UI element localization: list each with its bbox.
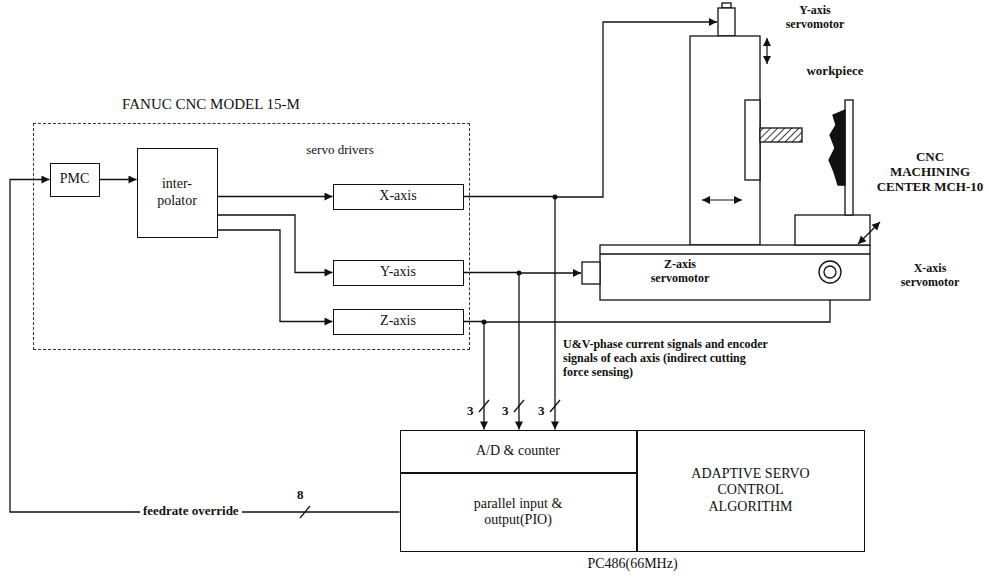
- fixture-plate: [845, 100, 853, 215]
- signal-arrow: [464, 273, 520, 430]
- io-box: parallel input & output(PIO): [400, 473, 637, 552]
- signal-arrow: [464, 322, 485, 430]
- wire: [519, 272, 581, 273]
- part-label: X-axis servomotor: [893, 262, 967, 290]
- algorithm-box: ADAPTIVE SERVO CONTROL ALGORITHM: [637, 430, 865, 552]
- node-text: X-axis: [379, 188, 416, 204]
- part-label: Z-axis servomotor: [640, 258, 720, 286]
- servo-driver-box: Z-axis: [333, 309, 464, 335]
- node-text: Z-axis: [380, 313, 416, 329]
- signal-arrow: [218, 196, 333, 197]
- signal-arrow: [10, 180, 400, 513]
- machining-center: [582, 3, 870, 300]
- axis-arrow: [766, 38, 767, 64]
- group-label: servo drivers: [300, 143, 380, 158]
- node-text: ADAPTIVE SERVO CONTROL ALGORITHM: [681, 466, 821, 514]
- node-text: PMC: [60, 171, 90, 187]
- signal-arrow: [464, 197, 556, 430]
- bus-width: 3: [538, 404, 545, 419]
- axis-arrow: [702, 199, 742, 200]
- node-heading: FANUC CNC MODEL 15-M: [122, 96, 300, 113]
- part-label: Y-axis servomotor: [775, 4, 855, 32]
- interpolator-box: inter- polator: [137, 148, 218, 238]
- computer-box: PC486(66MHz)A/D & counterparallel input …: [400, 430, 865, 552]
- signal-name: feedrate override: [140, 504, 242, 519]
- node-text: A/D & counter: [476, 443, 560, 459]
- bus-width: 3: [467, 404, 474, 419]
- bus-width: 3: [502, 404, 509, 419]
- workpiece-shape: [829, 110, 845, 185]
- z-servomotor: [582, 262, 600, 284]
- controller-boundary: FANUC CNC MODEL 15-MPMCinter- polatorX-a…: [33, 123, 470, 350]
- signal-arrow: [100, 179, 137, 180]
- node-text: parallel input & output(PIO): [458, 496, 578, 528]
- machine-label: CNC MACHINING CENTER MCH-10: [876, 150, 984, 195]
- axis-arrows: [702, 38, 880, 244]
- signal-arrow: [218, 215, 333, 273]
- spindle-head: [745, 100, 760, 180]
- servo-driver-box: Y-axis: [333, 260, 464, 286]
- axis-arrow: [858, 222, 880, 244]
- servo-driver-box: X-axis: [333, 184, 464, 210]
- x-servomotor-shaft: [824, 266, 836, 278]
- node-heading: PC486(66MHz): [401, 556, 864, 572]
- machine-base: [600, 245, 870, 300]
- bus-width: 8: [297, 488, 304, 503]
- motor-cap: [722, 3, 731, 8]
- y-servomotor: [718, 8, 735, 36]
- table: [795, 215, 870, 245]
- node-text: Y-axis: [380, 264, 416, 280]
- spindle: [760, 128, 802, 142]
- converter-box: A/D & counter: [400, 430, 637, 473]
- part-label: workpiece: [790, 64, 880, 79]
- signal-note: U&V-phase current signals and encoder si…: [563, 338, 773, 379]
- plc-box: PMC: [50, 163, 100, 197]
- node-text: inter- polator: [149, 176, 205, 208]
- signal-arrow: [218, 230, 333, 322]
- x-servomotor: [819, 261, 841, 283]
- column: [690, 36, 760, 245]
- base-edge: [600, 253, 870, 254]
